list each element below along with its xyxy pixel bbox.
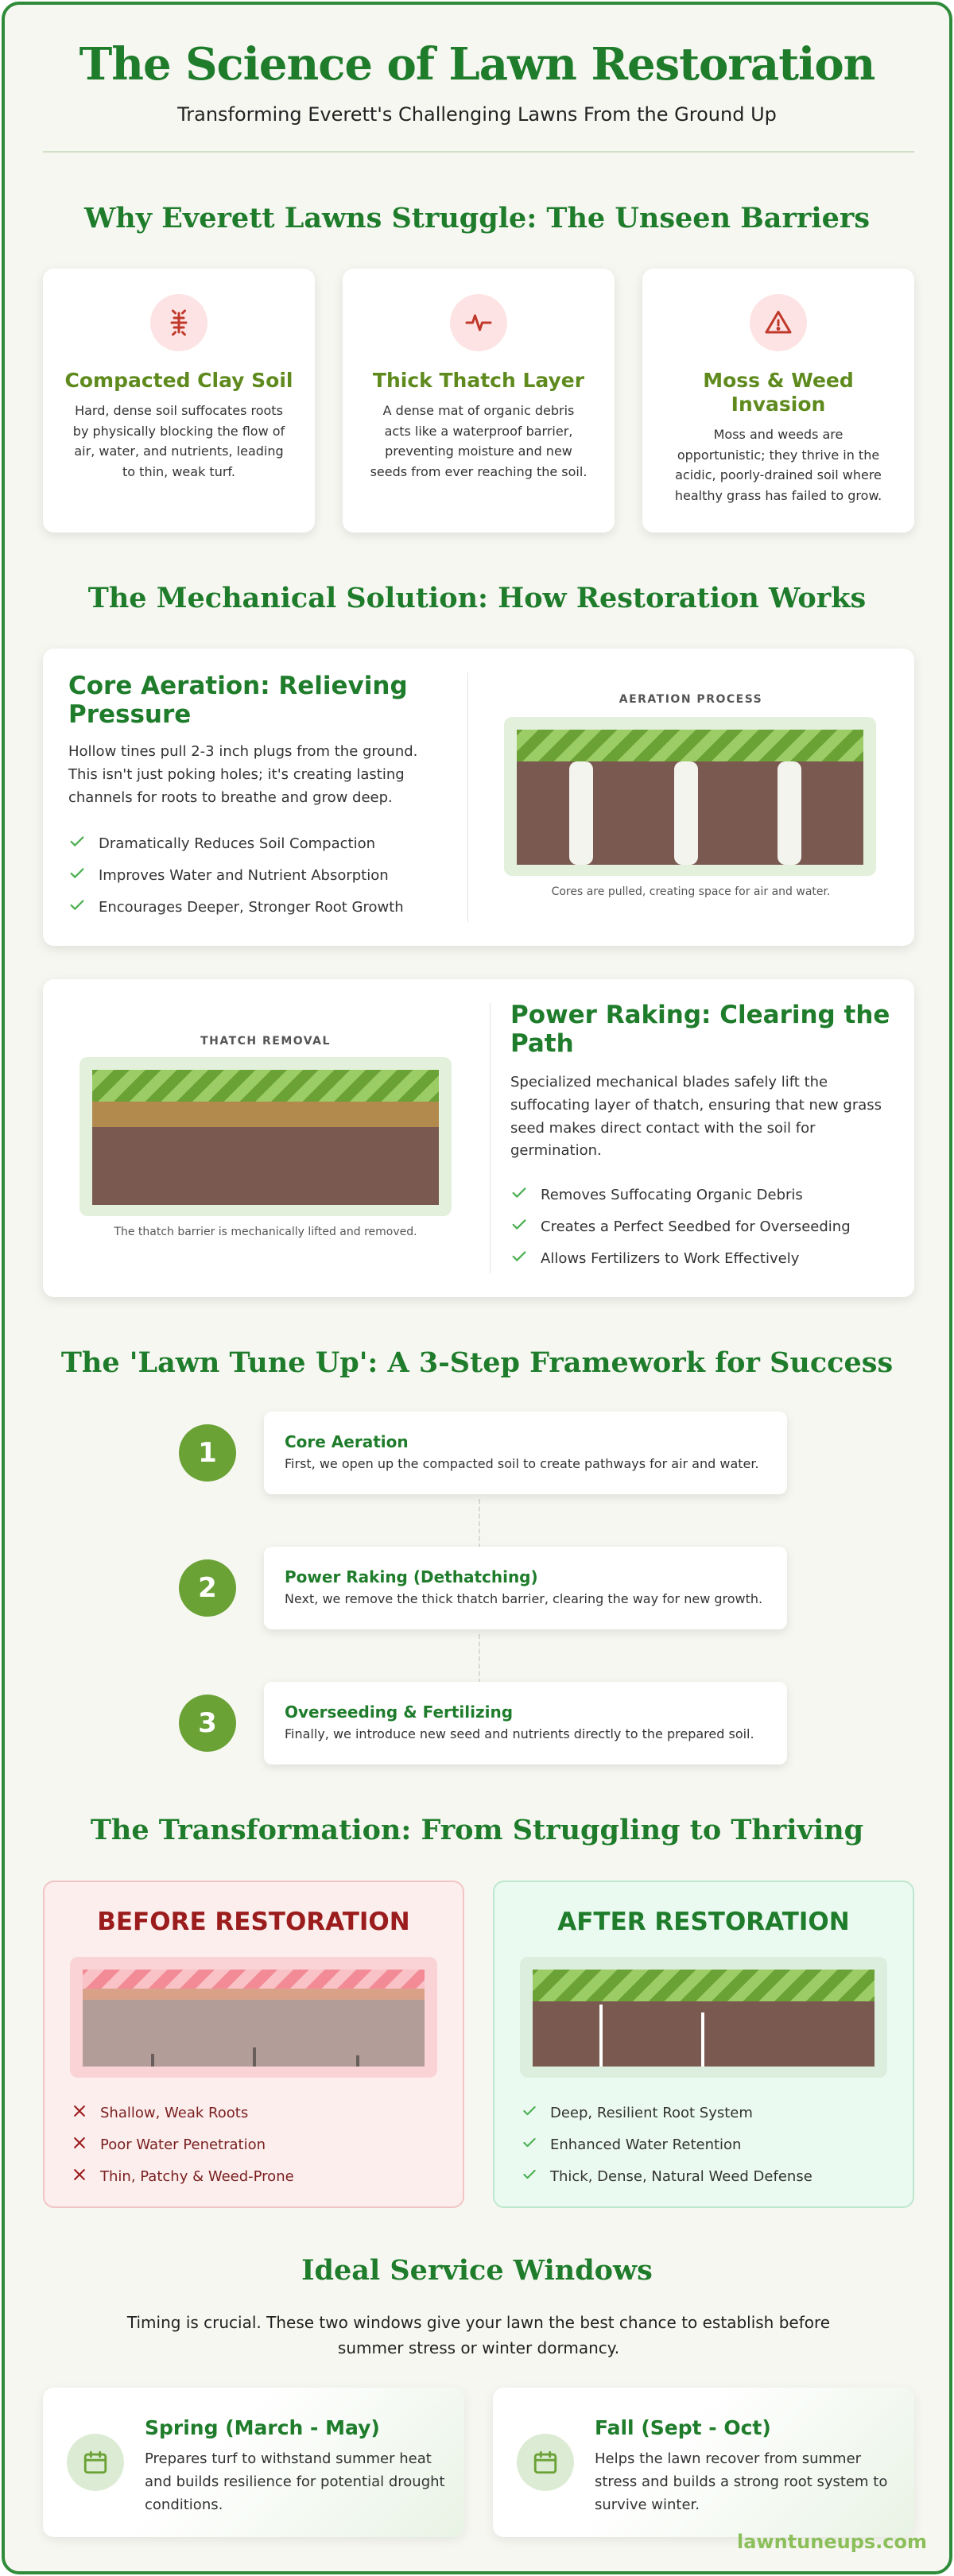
step-connector xyxy=(479,1499,480,1548)
warning-icon xyxy=(750,294,807,351)
benefit-item: Dramatically Reduces Soil Compaction xyxy=(68,833,375,854)
windows-heading: Ideal Service Windows xyxy=(301,2254,653,2287)
problems-heading: Why Everett Lawns Struggle: The Unseen B… xyxy=(83,202,871,234)
framework-heading: The 'Lawn Tune Up': A 3-Step Framework f… xyxy=(60,1346,894,1379)
check-icon xyxy=(522,2103,537,2123)
aeration-title: Core Aeration: Relieving Pressure xyxy=(68,672,408,729)
benefit-item: Encourages Deeper, Stronger Root Growth xyxy=(68,897,404,918)
x-icon xyxy=(72,2135,87,2155)
aeration-diagram xyxy=(504,717,876,876)
check-icon xyxy=(510,1248,528,1269)
card-divider xyxy=(490,1003,491,1273)
before-item: Poor Water Penetration xyxy=(72,2135,266,2155)
step-title: Power Raking (Dethatching) xyxy=(285,1567,538,1586)
check-icon xyxy=(68,833,86,854)
page-subtitle: Transforming Everett's Challenging Lawns… xyxy=(177,103,777,126)
benefit-item: Creates a Perfect Seedbed for Overseedin… xyxy=(510,1216,851,1238)
check-icon xyxy=(68,897,86,918)
problem-card-moss: Moss & Weed Invasion Moss and weeds are … xyxy=(642,269,914,533)
windows-intro: Timing is crucial. These two windows giv… xyxy=(126,2313,831,2357)
before-item: Thin, Patchy & Weed-Prone xyxy=(72,2167,294,2187)
step-text: Next, we remove the thick thatch barrier… xyxy=(285,1591,763,1606)
page-title: The Science of Lawn Restoration xyxy=(79,38,876,91)
calendar-icon xyxy=(67,2434,124,2491)
before-diagram xyxy=(70,1957,437,2078)
thatch-diagram xyxy=(80,1057,452,1216)
problem-text: A dense mat of organic debris acts like … xyxy=(370,403,588,479)
benefit-item: Removes Suffocating Organic Debris xyxy=(510,1184,803,1206)
header-divider xyxy=(43,151,914,153)
visual-label: AERATION PROCESS xyxy=(619,693,763,706)
card-divider xyxy=(467,672,468,922)
check-icon xyxy=(68,865,86,886)
step-number: 3 xyxy=(179,1695,236,1752)
raking-title: Power Raking: Clearing the Path xyxy=(510,1001,890,1058)
check-icon xyxy=(510,1184,528,1206)
problem-text: Moss and weeds are opportunistic; they t… xyxy=(674,427,882,503)
raking-card: THATCH REMOVAL The thatch barrier is mec… xyxy=(43,979,914,1297)
problem-card-clay: Compacted Clay Soil Hard, dense soil suf… xyxy=(43,269,315,533)
check-icon xyxy=(522,2167,537,2187)
window-title: Spring (March - May) xyxy=(145,2416,380,2439)
step-text: First, we open up the compacted soil to … xyxy=(285,1456,759,1471)
step-text: Finally, we introduce new seed and nutri… xyxy=(285,1726,754,1741)
visual-caption: Cores are pulled, creating space for air… xyxy=(551,885,831,898)
after-title: AFTER RESTORATION xyxy=(557,1908,850,1936)
problem-text: Hard, dense soil suffocates roots by phy… xyxy=(72,403,285,479)
before-item: Shallow, Weak Roots xyxy=(72,2103,248,2123)
benefit-item: Allows Fertilizers to Work Effectively xyxy=(510,1248,799,1269)
step-title: Overseeding & Fertilizing xyxy=(285,1702,514,1722)
before-title: BEFORE RESTORATION xyxy=(97,1908,410,1936)
window-card-fall: Fall (Sept - Oct) Helps the lawn recover… xyxy=(493,2388,914,2537)
step-connector xyxy=(479,1634,480,1683)
problem-title: Thick Thatch Layer xyxy=(372,369,585,392)
x-icon xyxy=(72,2103,87,2123)
step-number: 2 xyxy=(179,1559,236,1617)
before-card: BEFORE RESTORATION Shallow, Weak Roots xyxy=(43,1881,464,2208)
after-diagram xyxy=(520,1957,887,2078)
after-item: Thick, Dense, Natural Weed Defense xyxy=(522,2167,812,2187)
transformation-heading: The Transformation: From Struggling to T… xyxy=(90,1814,864,1846)
problem-card-thatch: Thick Thatch Layer A dense mat of organi… xyxy=(343,269,615,533)
pulse-icon xyxy=(450,294,507,351)
aeration-card: Core Aeration: Relieving Pressure Hollow… xyxy=(43,649,914,946)
window-text: Helps the lawn recover from summer stres… xyxy=(595,2450,888,2513)
after-card: AFTER RESTORATION Deep, Resilient Root S… xyxy=(493,1881,914,2208)
window-title: Fall (Sept - Oct) xyxy=(595,2416,771,2439)
calendar-icon xyxy=(517,2434,574,2491)
window-card-spring: Spring (March - May) Prepares turf to wi… xyxy=(43,2388,464,2537)
benefit-item: Improves Water and Nutrient Absorption xyxy=(68,865,389,886)
raking-text: Specialized mechanical blades safely lif… xyxy=(510,1074,882,1160)
after-item: Deep, Resilient Root System xyxy=(522,2103,753,2123)
step-card: Power Raking (Dethatching) Next, we remo… xyxy=(264,1547,787,1629)
check-icon xyxy=(510,1216,528,1238)
after-item: Enhanced Water Retention xyxy=(522,2135,741,2155)
visual-label: THATCH REMOVAL xyxy=(200,1035,331,1048)
visual-caption: The thatch barrier is mechanically lifte… xyxy=(114,1226,417,1238)
check-icon xyxy=(522,2135,537,2155)
step-number: 1 xyxy=(179,1424,236,1482)
problem-title: Compacted Clay Soil xyxy=(64,369,293,392)
step-card: Core Aeration First, we open up the comp… xyxy=(264,1412,787,1494)
bug-icon xyxy=(150,294,207,351)
step-card: Overseeding & Fertilizing Finally, we in… xyxy=(264,1682,787,1764)
solution-heading: The Mechanical Solution: How Restoration… xyxy=(87,582,867,614)
step-title: Core Aeration xyxy=(285,1432,409,1451)
footer-brand: lawntuneups.com xyxy=(737,2531,927,2553)
problem-title: Moss & Weed Invasion xyxy=(703,369,854,416)
aeration-text: Hollow tines pull 2-3 inch plugs from th… xyxy=(68,743,418,806)
window-text: Prepares turf to withstand summer heat a… xyxy=(145,2450,445,2513)
x-icon xyxy=(72,2167,87,2187)
